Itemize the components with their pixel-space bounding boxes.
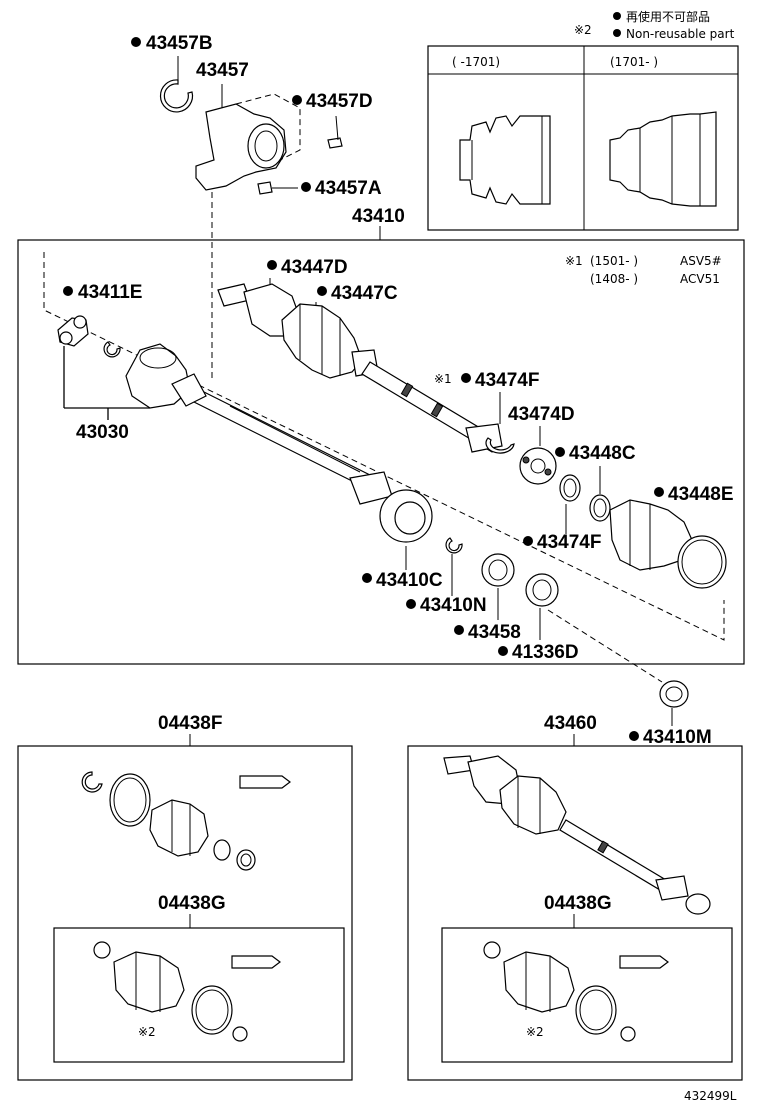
svg-text:ACV51: ACV51: [680, 272, 720, 286]
boot-clamp-icon: [575, 985, 617, 1035]
non-reusable-dot-icon: [613, 29, 621, 37]
group-label-43410: 43410: [352, 206, 405, 227]
kit-43460-box: [407, 745, 743, 1081]
table-header-right: (1701- ): [610, 55, 658, 69]
boot-clamp-icon: [109, 773, 151, 827]
svg-text:ASV5#: ASV5#: [680, 254, 722, 268]
inboard-joint-group: 43411E 43030: [57, 282, 191, 443]
applicability-note: ※1 (1501- ) ASV5# (1408- ) ACV51: [565, 254, 722, 286]
boot-clamp-icon: [677, 535, 727, 589]
bearing-group: 43410C 43410N 43458 41336D: [362, 489, 579, 663]
legend-jp-text: 再使用不可部品: [626, 9, 710, 24]
boot-clamp-icon: [191, 985, 233, 1035]
boot-note-mark-right: ※2: [526, 1025, 544, 1039]
boot-old-type: [459, 115, 551, 205]
group-label-04438G-left: 04438G: [158, 893, 226, 914]
legend-en-text: Non-reusable part: [626, 27, 735, 41]
part-label-43458: 43458: [468, 622, 521, 643]
kit-04438G-left-box: [53, 927, 345, 1063]
snap-ring-icon: [159, 79, 194, 113]
diagram-code: 432499L: [684, 1089, 737, 1103]
outboard-joint-group: 43447D 43447C: [217, 257, 503, 453]
svg-text:(1501- ): (1501- ): [590, 254, 638, 268]
boot-clamp-icon: [485, 437, 515, 454]
snap-ring-icon: [519, 447, 557, 485]
svg-text:※1: ※1: [565, 254, 583, 268]
part-label-43410C: 43410C: [376, 570, 443, 591]
table-header-left: ( -1701): [452, 55, 500, 69]
clip-note-mark: ※1: [434, 372, 452, 386]
snap-ring-icon: [81, 771, 103, 793]
bearing-bracket-group: 43457B 43457 43457D 43457A: [131, 33, 382, 380]
group-label-04438F: 04438F: [158, 713, 222, 734]
snap-ring-icon: [232, 1026, 248, 1042]
part-label-43457D: 43457D: [306, 91, 373, 112]
part-label-43457A: 43457A: [315, 178, 382, 199]
part-label-43447C: 43447C: [331, 283, 398, 304]
bolt-icon: [257, 181, 273, 195]
cv-boot: [499, 775, 567, 835]
part-label-43457B: 43457B: [146, 33, 213, 54]
part-label-43474F-b: 43474F: [537, 532, 601, 553]
outer-boot: [149, 799, 209, 857]
inboard-housing: [125, 343, 191, 409]
legend: ※2 再使用不可部品 Non-reusable part: [574, 9, 735, 41]
part-label-43474F: 43474F: [475, 370, 539, 391]
grease-tube-icon: [231, 955, 281, 969]
part-label-43411E: 43411E: [78, 282, 142, 303]
snap-ring-icon: [620, 1026, 636, 1042]
part-label-43447D: 43447D: [281, 257, 348, 278]
part-label-43410N: 43410N: [420, 595, 487, 616]
kit-04438G-right-parts: ※2: [483, 941, 669, 1042]
snap-ring-icon: [103, 341, 121, 358]
boot-note-mark-left: ※2: [138, 1025, 156, 1039]
part-label-43410M: 43410M: [643, 727, 712, 748]
inner-boot: [503, 951, 575, 1013]
bolt-icon: [327, 137, 343, 149]
drive-shaft: [171, 373, 393, 505]
kit-43460-parts: [443, 755, 711, 915]
snap-ring-icon: [93, 941, 111, 959]
snap-ring-icon: [483, 941, 501, 959]
outboard-small-parts: ※1 43474F 43474D 43448C 43474F 43448E: [434, 370, 734, 589]
part-label-43457: 43457: [196, 60, 249, 81]
kit-04438F-parts: [81, 771, 291, 871]
main-group-box: [17, 239, 745, 665]
group-label-43460: 43460: [544, 713, 597, 734]
boot-comparison-table: ( -1701) (1701- ): [427, 45, 739, 231]
part-label-43030: 43030: [76, 422, 129, 443]
snap-ring-icon: [445, 537, 463, 554]
kit-04438G-left-parts: ※2: [93, 941, 281, 1042]
part-label-43474D: 43474D: [508, 404, 575, 425]
non-reusable-dot-icon: [613, 12, 621, 20]
kit-04438G-right-box: [441, 927, 733, 1063]
group-label-04438G-right: 04438G: [544, 893, 612, 914]
part-label-43448C: 43448C: [569, 443, 636, 464]
inner-boot: [113, 951, 185, 1013]
svg-text:(1408- ): (1408- ): [590, 272, 638, 286]
kit-04438F-box: [17, 745, 353, 1081]
grease-tube-icon: [239, 775, 291, 789]
boot-new-type: [609, 111, 717, 207]
seal-43410M: 43410M: [547, 609, 712, 748]
part-label-43448E: 43448E: [668, 484, 734, 505]
grease-tube-icon: [619, 955, 669, 969]
legend-note-mark: ※2: [574, 23, 592, 37]
part-label-41336D: 41336D: [512, 642, 579, 663]
